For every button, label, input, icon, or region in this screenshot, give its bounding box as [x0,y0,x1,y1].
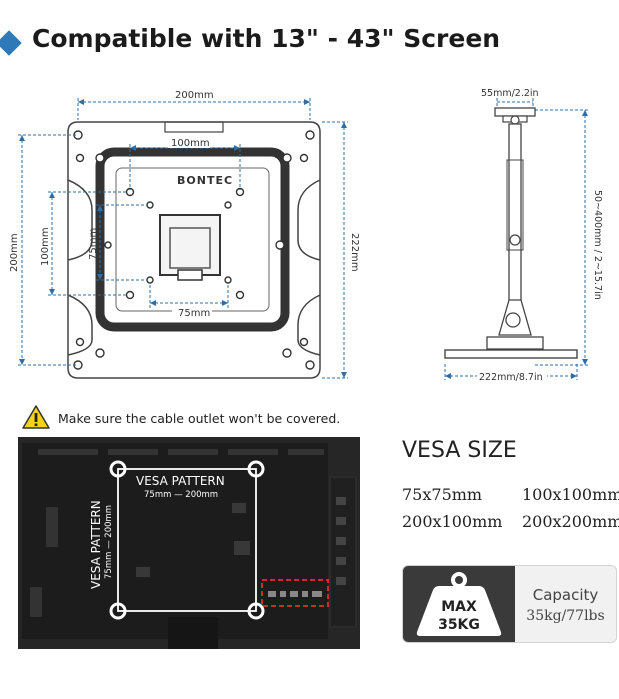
vesa-size-title: VESA SIZE [402,438,517,463]
vesa-size-item: 100x100mm [522,485,619,504]
pole-tube [508,123,522,325]
headline: Compatible with 13" - 43" Screen [0,14,619,64]
plate-top-tab [164,121,224,133]
dim-left-outer-label: 200mm [9,233,20,272]
vesa-pattern-box [117,468,257,612]
vesa-size-item: 200x100mm [402,512,503,531]
dim-inner-bottom-label: 75mm [178,308,210,319]
vesa-pattern-label-v: VESA PATTERN [89,500,103,589]
capacity-text-panel [515,566,616,642]
tv-back-illustration: VESA PATTERN 75mm — 200mm VESA PATTERN 7… [18,437,360,649]
vesa-corner-holes [109,460,265,620]
dim-top-label: 200mm [175,90,214,101]
cable-warning: Make sure the cable outlet won't be cove… [22,404,422,432]
vesa-size-item: 200x200mm [522,512,619,531]
dim-left-mid-label: 100mm [40,227,51,266]
mounting-holes [73,130,315,370]
vesa-range-label-v: 75mm — 200mm [104,505,114,579]
pole-base-plate [444,349,578,359]
vesa-pattern-label-h: VESA PATTERN [136,474,225,488]
dim-inner-top-label: 100mm [171,138,210,149]
cable-outlet-highlight [261,579,329,607]
diamond-bullet-icon [0,30,22,56]
pole-top-dim-label: 55mm/2.2in [481,88,539,99]
plate-outline [67,121,321,379]
pole-height-dim-label: 50~400mm / 2~15.7in [592,190,603,300]
capacity-box: MAX 35KG Capacity 35kg/77lbs [402,565,617,643]
dim-left-inner-label: 75mm [88,228,99,260]
headline-text: Compatible with 13" - 43" Screen [32,24,501,53]
warning-text: Make sure the cable outlet won't be cove… [58,411,341,426]
capacity-badge-panel: MAX 35KG [403,566,515,642]
dim-right-label: 222mm [349,233,360,272]
mounting-plate-diagram: BONTEC 200mm 100mm 75mm 200mm 100mm 75mm… [9,88,360,379]
badge-weight-text: 35KG [438,617,480,633]
weight-icon: MAX 35KG [416,572,502,636]
inner-plate [95,147,290,332]
capacity-value: 35kg/77lbs [526,608,605,624]
brand-logo: BONTEC [177,174,233,187]
capacity-label: Capacity [532,586,599,604]
vesa-range-label-h: 75mm — 200mm [144,490,218,500]
vesa-size-item: 75x75mm [402,485,483,504]
center-bracket [159,214,221,276]
pole-side-diagram: 55mm/2.2in 50~400mm / 2~15.7in 222mm/8.7… [444,88,603,383]
warning-icon [22,405,50,429]
badge-max-text: MAX [441,599,477,615]
pole-base-dim-label: 222mm/8.7in [479,372,543,383]
